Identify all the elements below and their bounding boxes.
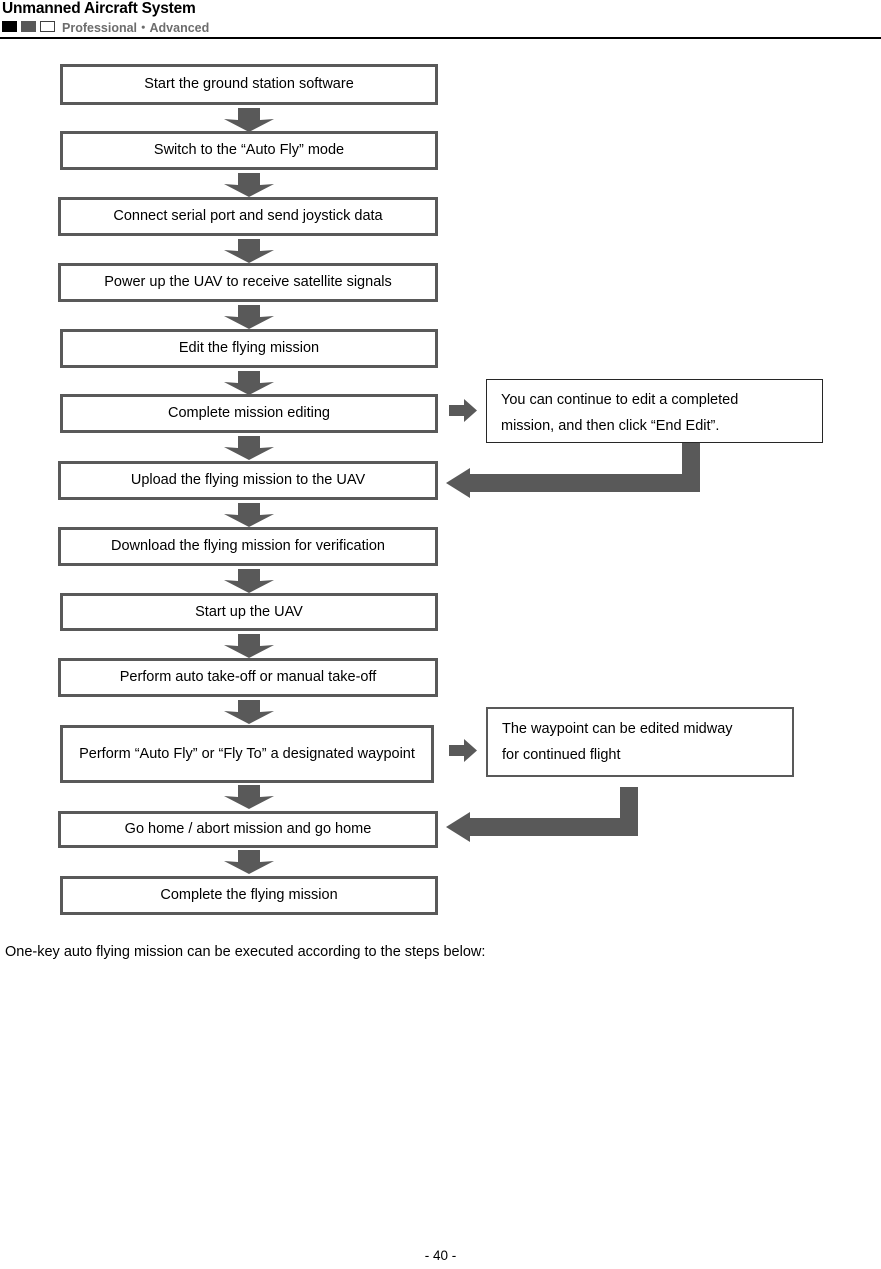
flow-connector-arrow-down-icon: [222, 435, 276, 461]
flow-connector-arrow-down-icon: [222, 172, 276, 198]
flow-connector-arrow-down-icon: [222, 304, 276, 330]
note-line-1: You can continue to edit a completed: [501, 392, 739, 408]
feedback-arrow-note-to-go-home: [444, 787, 644, 842]
flow-step-download-flying-mission: Download the flying mission for verifica…: [58, 527, 438, 566]
flow-step-label: Start the ground station software: [144, 76, 354, 93]
flow-connector-arrow-down-icon: [222, 370, 276, 396]
header-subtitle-text: Professional・Advanced: [62, 20, 210, 35]
flow-step-perform-take-off: Perform auto take-off or manual take-off: [58, 658, 438, 697]
flow-step-switch-auto-fly-mode: Switch to the “Auto Fly” mode: [60, 131, 438, 170]
swatch-white-outline-icon: [40, 20, 55, 32]
flow-step-label: Start up the UAV: [195, 603, 303, 620]
note-pointer-arrow-right-icon: [448, 398, 478, 423]
header-subtitle-row: Professional・Advanced: [2, 18, 210, 35]
flow-step-label: Perform auto take-off or manual take-off: [119, 669, 377, 686]
flow-step-label: Complete the flying mission: [160, 887, 338, 904]
flow-step-start-up-uav: Start up the UAV: [60, 593, 438, 631]
page-title: Unmanned Aircraft System: [2, 0, 196, 17]
flow-step-go-home-abort-mission: Go home / abort mission and go home: [58, 811, 438, 848]
note-pointer-arrow-right-icon: [448, 738, 478, 763]
flow-step-start-ground-station-software: Start the ground station software: [60, 64, 438, 105]
flow-step-label: Complete mission editing: [168, 405, 330, 422]
flow-step-label: Power up the UAV to receive satellite si…: [104, 274, 392, 291]
note-line-2: mission, and then click “End Edit”.: [501, 417, 720, 434]
header-divider: [0, 37, 881, 39]
note-line-2: for continued flight: [502, 746, 621, 763]
flow-step-perform-auto-fly-waypoint: Perform “Auto Fly” or “Fly To” a designa…: [60, 725, 434, 783]
swatch-black-icon: [2, 20, 17, 32]
note-edit-waypoint-midway: The waypoint can be edited midway for co…: [486, 707, 794, 777]
flow-step-connect-serial-port: Connect serial port and send joystick da…: [58, 197, 438, 236]
feedback-arrow-note-to-upload: [444, 443, 706, 498]
flow-connector-arrow-down-icon: [222, 238, 276, 264]
flow-step-label: Edit the flying mission: [178, 340, 320, 357]
flow-step-label: Connect serial port and send joystick da…: [113, 208, 383, 225]
flow-step-complete-mission-editing: Complete mission editing: [60, 394, 438, 433]
flow-connector-arrow-down-icon: [222, 502, 276, 528]
swatch-gray-icon: [21, 20, 36, 32]
flow-step-label: Upload the flying mission to the UAV: [130, 472, 366, 489]
flow-step-label: Download the flying mission for verifica…: [110, 538, 385, 555]
flow-step-label: Perform “Auto Fly” or “Fly To” a designa…: [79, 745, 415, 762]
page-footer-number: - 40 -: [424, 1248, 457, 1263]
body-paragraph: One-key auto flying mission can be execu…: [5, 944, 486, 960]
flow-step-upload-flying-mission: Upload the flying mission to the UAV: [58, 461, 438, 500]
flow-connector-arrow-down-icon: [222, 699, 276, 725]
flow-connector-arrow-down-icon: [222, 107, 276, 133]
note-edit-completed-mission: You can continue to edit a completed mis…: [486, 379, 823, 443]
flow-step-complete-flying-mission: Complete the flying mission: [60, 876, 438, 915]
flow-connector-arrow-down-icon: [222, 633, 276, 659]
flow-step-label: Switch to the “Auto Fly” mode: [153, 142, 345, 159]
flow-connector-arrow-down-icon: [222, 568, 276, 594]
flow-step-label: Go home / abort mission and go home: [124, 821, 372, 838]
flow-connector-arrow-down-icon: [222, 784, 276, 810]
flow-connector-arrow-down-icon: [222, 849, 276, 875]
page-header: Unmanned Aircraft System Professional・Ad…: [0, 0, 881, 40]
flow-step-edit-flying-mission: Edit the flying mission: [60, 329, 438, 368]
note-line-1: The waypoint can be edited midway: [502, 721, 733, 737]
flow-step-power-up-uav: Power up the UAV to receive satellite si…: [58, 263, 438, 302]
